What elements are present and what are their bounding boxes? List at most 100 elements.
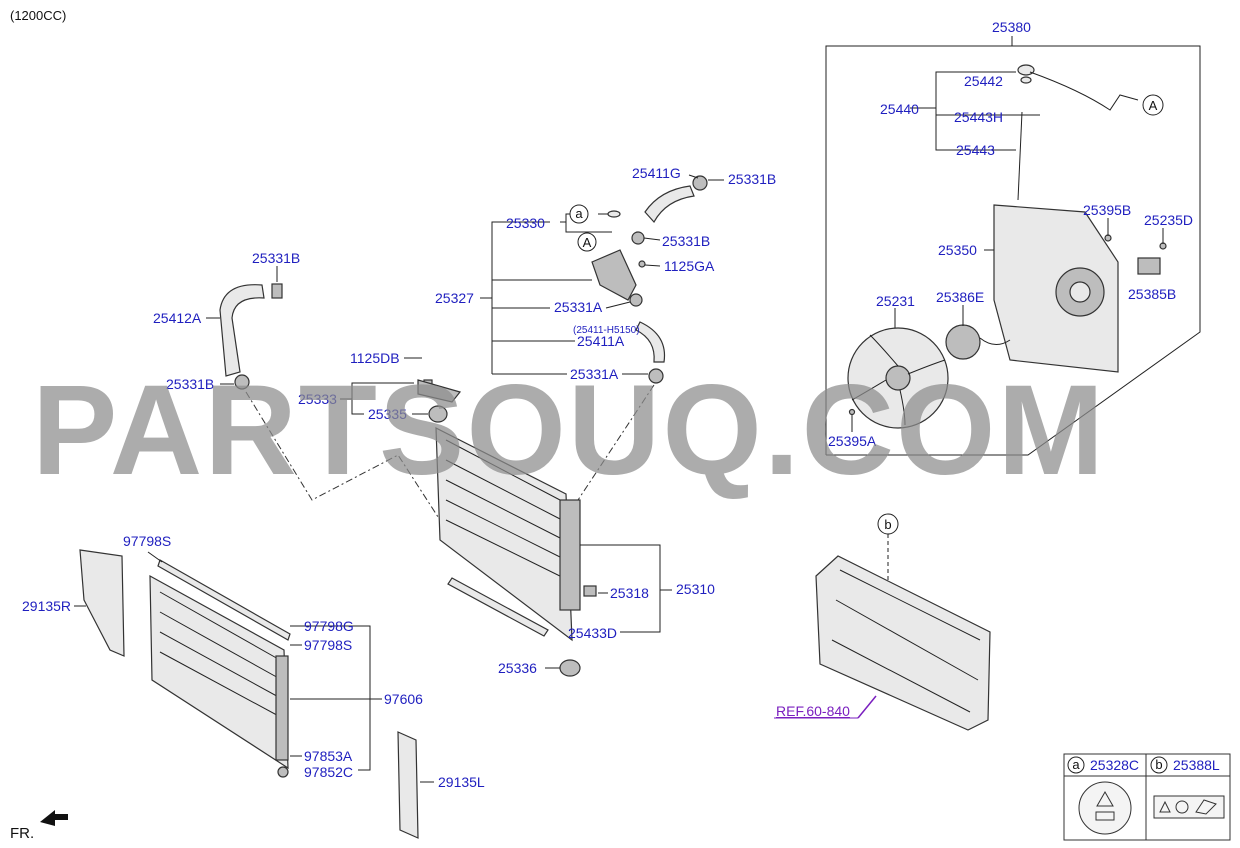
leader-97798S-top [147, 551, 163, 563]
carrier-ribs-icon [831, 569, 981, 713]
part-label-25395A[interactable]: 25395A [828, 433, 877, 449]
drain-plug-25318-icon [583, 585, 597, 597]
legend-table: a 25328C b 25388L [1063, 753, 1231, 841]
legend-marker-a [1067, 756, 1085, 774]
marker-a-thermostat-text: a [575, 206, 583, 221]
fan-assembly-group: A [825, 36, 1201, 456]
part-label-97606[interactable]: 97606 [384, 691, 423, 707]
bracket-97606 [290, 625, 371, 771]
part-label-25330[interactable]: 25330 [506, 215, 545, 231]
bracket-25327 [491, 221, 550, 374]
part-label-25386E[interactable]: 25386E [936, 289, 984, 305]
legend-part-25388L[interactable]: 25388L [1173, 757, 1220, 773]
leader-25440-a [935, 71, 1016, 108]
part-label-1125DB[interactable]: 1125DB [350, 350, 400, 366]
part-label-25331B-top[interactable]: 25331B [728, 171, 776, 187]
part-label-97798S-top[interactable]: 97798S [123, 533, 171, 549]
marker-A-thermostat-text: A [583, 235, 592, 250]
part-label-97798G[interactable]: 97798G [304, 618, 354, 634]
clamp-25331B-top-icon [692, 175, 708, 191]
legend-marker-a-text: a [1072, 757, 1080, 772]
part-label-25331A-2[interactable]: 25331A [570, 366, 619, 382]
part-label-25411-H5150[interactable]: (25411-H5150) [573, 325, 640, 336]
clamp-25331B-left-icon [271, 283, 283, 299]
marker-b-carrier[interactable] [877, 513, 899, 535]
leader-1125GA [644, 264, 661, 267]
part-label-25333[interactable]: 25333 [298, 391, 337, 407]
part-label-97853A[interactable]: 97853A [304, 748, 353, 764]
part-label-25443H[interactable]: 25443H [954, 109, 1003, 125]
part-label-25331B-mid[interactable]: 25331B [662, 233, 710, 249]
part-label-25411A[interactable]: 25411A [577, 333, 625, 349]
marker-A-thermostat[interactable] [577, 232, 597, 252]
leader-25333-a [340, 382, 414, 400]
marker-b-carrier-text: b [884, 517, 891, 532]
part-label-25395B[interactable]: 25395B [1083, 202, 1131, 218]
part-label-97852C[interactable]: 97852C [304, 764, 353, 780]
condenser-fins-icon [159, 591, 287, 721]
fan-blades-icon [851, 334, 946, 426]
condenser-group [74, 549, 434, 839]
reference-link[interactable]: REF.60-840 [776, 703, 850, 719]
part-label-25442[interactable]: 25442 [964, 73, 1003, 89]
part-label-25235D[interactable]: 25235D [1144, 212, 1193, 228]
front-end-module-carrier-icon [815, 555, 991, 731]
receiver-drier-icon [275, 655, 289, 761]
part-label-25231[interactable]: 25231 [876, 293, 915, 309]
reservoir-tube-icon [1017, 111, 1023, 201]
part-label-25331B-low[interactable]: 25331B [166, 376, 214, 392]
engine-variant-label: (1200CC) [10, 8, 66, 23]
part-label-25331A-1[interactable]: 25331A [554, 299, 603, 315]
hand-warning-icon [1195, 799, 1217, 815]
part-label-25331B-left[interactable]: 25331B [252, 250, 300, 266]
radiator-core-icon [435, 427, 573, 642]
bracket-25333-icon [417, 379, 462, 403]
front-direction-label: FR. [10, 825, 34, 842]
leader-25411G [688, 174, 699, 179]
part-label-25411G[interactable]: 25411G [632, 165, 681, 181]
part-label-1125GA[interactable]: 1125GA [664, 258, 715, 274]
screw-25395A-icon [848, 408, 856, 416]
radiator-fins-icon [445, 439, 569, 581]
part-label-25380[interactable]: 25380 [992, 19, 1031, 35]
clamp-25331B-low-icon [234, 374, 250, 390]
part-label-25440[interactable]: 25440 [880, 101, 919, 117]
thermostat-housing-icon [591, 249, 637, 301]
part-label-29135L[interactable]: 29135L [438, 774, 485, 790]
insulator-25335-icon [428, 405, 448, 423]
marker-A-fan[interactable] [1142, 94, 1164, 116]
marker-a-thermostat[interactable] [569, 204, 589, 224]
part-label-25318[interactable]: 25318 [610, 585, 649, 601]
part-label-25433D[interactable]: 25433D [568, 625, 617, 641]
part-label-25335[interactable]: 25335 [368, 406, 407, 422]
overflow-hose-icon [1029, 71, 1139, 111]
watermark: PARTSOUQ.COM [32, 359, 1106, 502]
reservoir-cap-icon [1017, 64, 1035, 76]
part-label-25336[interactable]: 25336 [498, 660, 537, 676]
part-label-25310[interactable]: 25310 [676, 581, 715, 597]
part-label-25350[interactable]: 25350 [938, 242, 977, 258]
part-label-25412A[interactable]: 25412A [153, 310, 202, 326]
part-label-29135R[interactable]: 29135R [22, 598, 71, 614]
leader-25330-b [565, 222, 612, 233]
part-label-25385B[interactable]: 25385B [1128, 286, 1176, 302]
part-labels: 25380 25442 25440 25443H 25443 25395B 25… [22, 19, 1193, 790]
radiator-hose-25412A-icon [219, 284, 265, 377]
leader-25331A-1-out [605, 301, 631, 309]
clamp-25331A-2-icon [648, 368, 664, 384]
fan-assembly-frame [825, 45, 1201, 456]
air-guard-29135L-icon [397, 731, 419, 839]
resistor-25385B-icon [1137, 257, 1161, 275]
part-label-25327[interactable]: 25327 [435, 290, 474, 306]
part-label-25443[interactable]: 25443 [956, 142, 995, 158]
carrier-group: b [774, 513, 991, 731]
leader-25331B-mid [643, 237, 661, 241]
part-label-97798S[interactable]: 97798S [304, 637, 352, 653]
fan-warning-label-icon [1153, 795, 1225, 819]
hose-route-left [245, 391, 441, 521]
legend-part-25328C[interactable]: 25328C [1090, 757, 1139, 773]
caution-label-icon [1078, 781, 1132, 835]
gasket-a-icon [607, 210, 621, 218]
plug-97852C-icon [277, 766, 289, 778]
